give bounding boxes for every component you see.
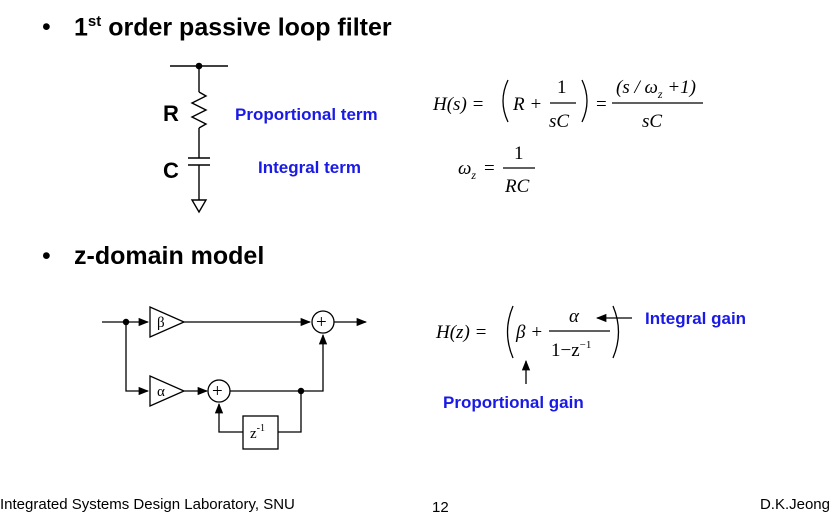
- ground-symbol: [190, 199, 208, 214]
- integral-gain-label: Integral gain: [645, 309, 747, 328]
- alpha-in-wire: [125, 322, 150, 396]
- resistor-label: R: [163, 101, 179, 126]
- proportional-gain-label: Proportional gain: [443, 393, 584, 412]
- hs-num2-sub: z: [657, 87, 663, 101]
- delay-label: z-1: [250, 423, 265, 442]
- hz-lhs: H(z) =: [435, 322, 487, 343]
- hs-num2-main: (s / ω: [616, 77, 658, 98]
- hs-r: R +: [512, 94, 542, 115]
- hs-num1: 1: [557, 77, 567, 98]
- omega-sub: z: [470, 168, 476, 182]
- hz-den-main: 1−z: [551, 340, 580, 361]
- footer-lab: Integrated Systems Design Laboratory, SN…: [0, 496, 295, 513]
- hs-lhs: H(s) =: [432, 94, 484, 115]
- right-paren: [612, 305, 620, 359]
- omega-main: ω: [458, 158, 471, 179]
- left-paren: [506, 305, 514, 359]
- block-diagram: [102, 306, 368, 450]
- heading-rest: order passive loop filter: [101, 13, 392, 42]
- heading-z-domain: • z-domain model: [42, 242, 264, 271]
- equation-hz: H(z) = β + α 1−z−1: [435, 305, 632, 384]
- integral-term-label: Integral term: [258, 158, 361, 177]
- omega-num: 1: [514, 143, 524, 164]
- left-paren: [502, 79, 509, 123]
- integrator-out-wire: [230, 333, 328, 392]
- delay-exp: -1: [257, 423, 265, 434]
- hs-num2-tail: +1): [663, 77, 696, 98]
- feedback-return-wire: [214, 402, 243, 433]
- hs-den2: sC: [642, 111, 662, 132]
- heading-loop-filter: • 1st order passive loop filter: [42, 13, 392, 42]
- proportional-term-label: Proportional term: [235, 105, 378, 124]
- feedback-wire: [278, 391, 302, 433]
- alpha-block: [149, 375, 186, 407]
- heading-text: z-domain model: [74, 242, 265, 270]
- resistor-symbol: [190, 91, 208, 129]
- hs-num2: (s / ωz +1): [616, 77, 696, 101]
- omega-lhs: ωz: [458, 158, 476, 182]
- hz-den: 1−z−1: [551, 339, 591, 361]
- omega-eq: =: [484, 158, 495, 179]
- delay-z: z: [250, 426, 257, 442]
- hs-eq: =: [596, 94, 607, 115]
- capacitor-label: C: [163, 158, 179, 183]
- hz-den-exp: −1: [580, 339, 592, 351]
- hs-den1: sC: [549, 111, 569, 132]
- beta-label: β: [157, 315, 165, 331]
- hz-num: α: [569, 306, 580, 327]
- bullet: •: [42, 242, 51, 270]
- alpha-label: α: [157, 384, 165, 400]
- right-paren: [581, 79, 588, 123]
- equation-hs: H(s) = R + 1 sC = (s / ωz +1) sC: [432, 77, 703, 132]
- beta-block: [149, 306, 186, 338]
- omega-den: RC: [504, 176, 530, 197]
- adder-plus-output: +: [316, 312, 327, 333]
- footer-page-number: 12: [432, 499, 449, 516]
- heading-superscript: st: [87, 13, 102, 30]
- hz-beta: β +: [515, 322, 543, 343]
- adder-plus-integrator: +: [212, 381, 223, 402]
- footer-author: D.K.Jeong: [759, 496, 830, 513]
- bullet: •: [42, 13, 51, 42]
- loop-filter-circuit: [170, 62, 228, 214]
- heading-prefix: 1: [74, 13, 88, 42]
- equation-omega: ωz = 1 RC: [458, 143, 535, 197]
